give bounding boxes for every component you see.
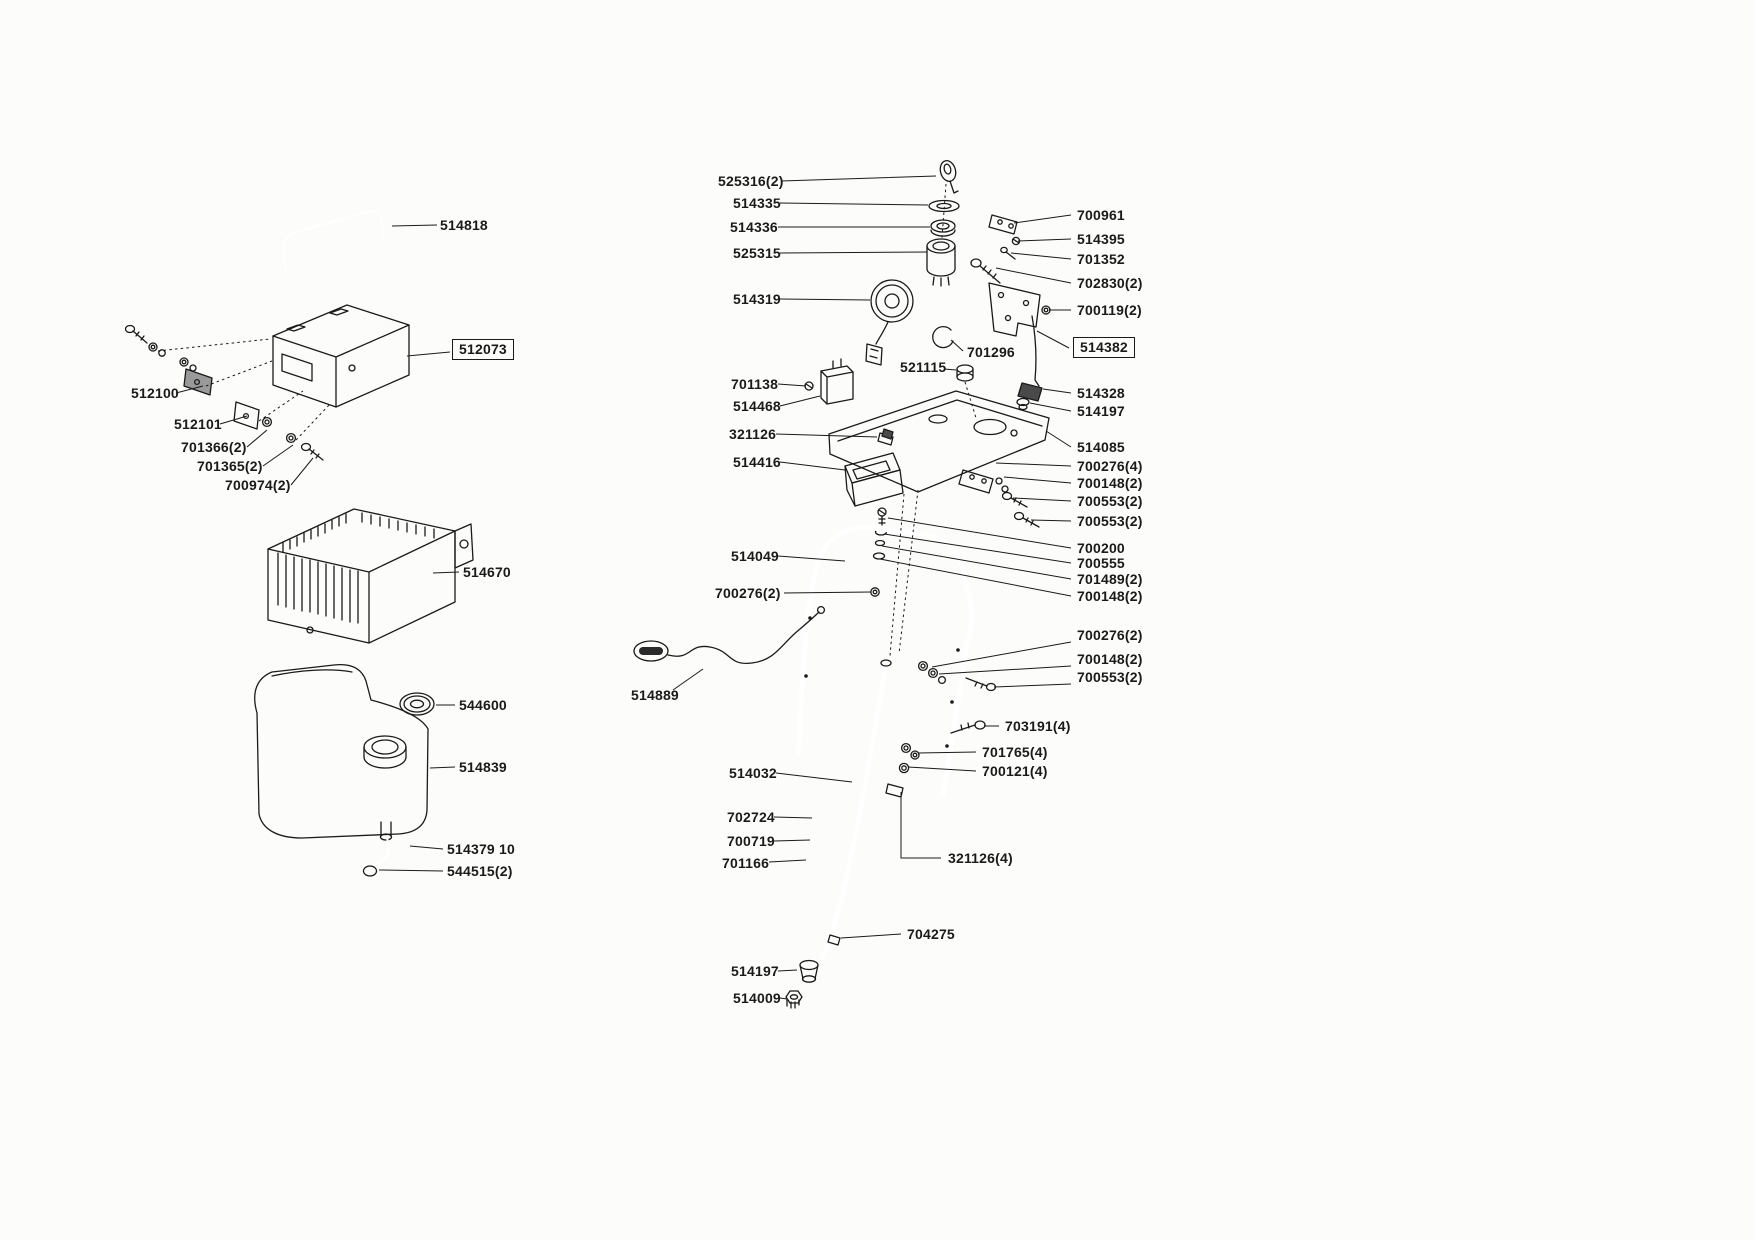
handle-strap-drawing <box>282 210 385 275</box>
part-label-700276-2: 700276(2) <box>1077 627 1143 643</box>
part-label-321126: 321126 <box>729 426 777 442</box>
part-label-700148-2: 700148(2) <box>1077 475 1143 491</box>
part-label-701366-2: 701366(2) <box>181 439 247 455</box>
part-label-514085: 514085 <box>1077 439 1125 455</box>
part-label-700553-2: 700553(2) <box>1077 669 1143 685</box>
part-label-512100: 512100 <box>131 385 179 401</box>
part-label-700553-2: 700553(2) <box>1077 513 1143 529</box>
part-label-704275: 704275 <box>907 926 955 942</box>
part-label-702830-2: 702830(2) <box>1077 275 1143 291</box>
battery-cable-drawing <box>633 605 826 664</box>
part-label-514416: 514416 <box>733 454 781 470</box>
part-label-521115: 521115 <box>900 359 947 375</box>
part-label-701365-2: 701365(2) <box>197 458 263 474</box>
leg-hardware-drawing <box>827 660 997 946</box>
side-bracket-hardware-drawing <box>958 469 1040 528</box>
part-label-514379-10: 514379 10 <box>447 841 515 857</box>
part-label-525315: 525315 <box>733 245 781 261</box>
part-label-514049: 514049 <box>731 548 779 564</box>
part-label-514382: 514382 <box>1073 337 1135 358</box>
part-label-544515-2: 544515(2) <box>447 863 513 879</box>
part-label-700119-2: 700119(2) <box>1077 302 1142 318</box>
steering-tube-drawing <box>819 659 892 961</box>
part-label-514670: 514670 <box>463 564 511 580</box>
part-label-514468: 514468 <box>733 398 781 414</box>
console-plate-drawing <box>828 390 1050 493</box>
part-label-700148-2: 700148(2) <box>1077 651 1143 667</box>
part-label-700276-4: 700276(4) <box>1077 458 1143 474</box>
ignition-switch-stack-drawing <box>926 199 960 287</box>
part-label-514319: 514319 <box>733 291 781 307</box>
part-label-525316-2: 525316(2) <box>718 173 784 189</box>
battery-drawing <box>272 304 410 408</box>
part-label-512073: 512073 <box>452 339 514 360</box>
construction-lines <box>157 183 977 657</box>
part-label-514197: 514197 <box>731 963 779 979</box>
part-label-700974-2: 700974(2) <box>225 477 291 493</box>
part-label-700200: 700200 <box>1077 540 1125 556</box>
part-label-703191-4: 703191(4) <box>1005 718 1071 734</box>
battery-box-drawing <box>267 508 474 644</box>
part-label-701138: 701138 <box>731 376 779 392</box>
part-label-514328: 514328 <box>1077 385 1125 401</box>
part-label-514818: 514818 <box>440 217 488 233</box>
part-label-701765-4: 701765(4) <box>982 744 1048 760</box>
switch-bracket-cluster-drawing <box>970 214 1051 411</box>
ignition-key-drawing <box>939 160 959 194</box>
battery-mount-hardware-drawing <box>124 324 324 461</box>
part-label-514032: 514032 <box>729 765 777 781</box>
part-label-700555: 700555 <box>1077 555 1125 571</box>
relay-drawing <box>804 358 854 405</box>
part-label-700121-4: 700121(4) <box>982 763 1048 779</box>
part-label-514889: 514889 <box>631 687 679 703</box>
part-label-512101: 512101 <box>174 416 222 432</box>
part-label-700148-2: 700148(2) <box>1077 588 1143 604</box>
part-label-700276-2: 700276(2) <box>715 585 781 601</box>
part-label-700719: 700719 <box>727 833 775 849</box>
part-label-514335: 514335 <box>733 195 781 211</box>
grommet-drawing <box>956 364 974 382</box>
part-label-700961: 700961 <box>1077 207 1125 223</box>
part-label-701296: 701296 <box>967 344 1015 360</box>
fastener-stack-drawing <box>872 507 888 560</box>
part-label-702724: 702724 <box>727 809 775 825</box>
part-label-701166: 701166 <box>722 855 770 871</box>
part-label-544600: 544600 <box>459 697 507 713</box>
leader-lines <box>175 175 1072 1000</box>
part-label-701489-2: 701489(2) <box>1077 571 1143 587</box>
handlebar-drawing <box>796 524 975 798</box>
fuel-cap-drawing <box>399 692 435 716</box>
part-label-514009: 514009 <box>733 990 781 1006</box>
part-label-514336: 514336 <box>730 219 778 235</box>
part-label-514197: 514197 <box>1077 403 1125 419</box>
hour-meter-drawing <box>865 279 914 366</box>
part-label-701352: 701352 <box>1077 251 1125 267</box>
part-label-700553-2: 700553(2) <box>1077 493 1143 509</box>
part-label-514839: 514839 <box>459 759 507 775</box>
lower-parts-drawing <box>785 959 819 1009</box>
part-label-321126-4: 321126(4) <box>948 850 1013 866</box>
support-bracket-drawing <box>844 452 904 507</box>
part-label-514395: 514395 <box>1077 231 1125 247</box>
fuel-hose-drawing <box>362 836 390 881</box>
snap-ring-drawing <box>932 325 954 349</box>
fuel-tank-drawing <box>254 663 429 841</box>
